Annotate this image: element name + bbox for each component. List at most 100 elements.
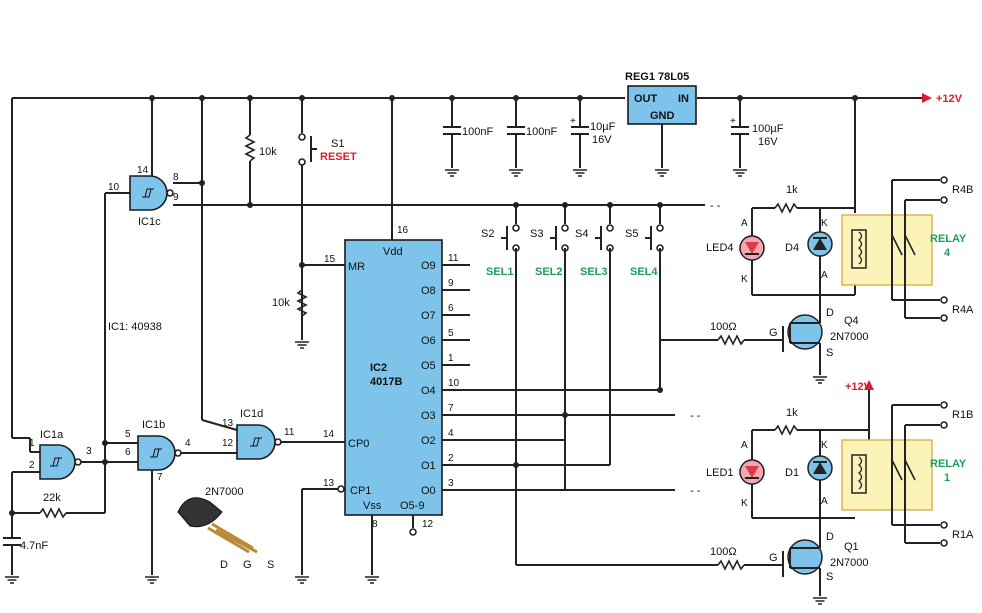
- ic2-output-pin-number: 6: [448, 303, 454, 314]
- pin-7: 7: [157, 472, 163, 483]
- gate-ic1d: [236, 424, 282, 460]
- regulator-in: IN: [678, 93, 689, 105]
- resistor-22k-label: 22k: [43, 492, 61, 504]
- s1-label: S1: [331, 138, 344, 150]
- supply-label-2: +12V: [845, 381, 872, 393]
- capacitor-c4: +: [730, 98, 749, 177]
- resistor-10k-top-label: 10k: [259, 146, 277, 158]
- regulator-label: REG1 78L05: [625, 71, 689, 83]
- pin-12: 12: [222, 438, 234, 449]
- d1-label: D1: [785, 467, 799, 479]
- ic2-mr: MR: [348, 261, 365, 273]
- ic1d-label: IC1d: [240, 408, 263, 420]
- r100-b-label: 100Ω: [710, 546, 737, 558]
- ic2-vss: Vss: [363, 500, 382, 512]
- relay4-num: 4: [944, 247, 951, 259]
- resistor-10k-mr-label: 10k: [272, 297, 290, 309]
- ic1-type-label: IC1: 40938: [108, 321, 162, 333]
- pin-12-ic2: 12: [422, 519, 434, 530]
- q1-s: S: [826, 571, 833, 583]
- regulator-gnd: GND: [650, 110, 675, 122]
- cap-c3-voltage: 16V: [592, 134, 612, 146]
- q4-g: G: [769, 327, 778, 339]
- svg-text:+: +: [570, 116, 576, 127]
- pin-8-ic2: 8: [372, 519, 378, 530]
- ic2-output-pin-number: 4: [448, 428, 454, 439]
- ic2-output-label: O7: [421, 310, 436, 322]
- svg-text:- -: - -: [690, 410, 701, 422]
- cap-c1-label: 100nF: [462, 126, 493, 138]
- relay1-driver: [700, 424, 869, 605]
- ic2-cp0: CP0: [348, 438, 369, 450]
- regulator: [627, 85, 697, 125]
- supply-label: +12V: [936, 93, 963, 105]
- ic2-name: IC2: [370, 362, 387, 374]
- d4-a: A: [821, 270, 828, 281]
- capacitor-c1: [443, 98, 461, 177]
- pin-13-ic2: 13: [323, 478, 335, 489]
- q4-label: Q4: [844, 315, 859, 327]
- led4-label: LED4: [706, 242, 734, 254]
- led1-a: A: [741, 440, 748, 451]
- reset-switch: [294, 98, 317, 349]
- package-s: S: [267, 559, 274, 571]
- transistor-package-icon: [177, 497, 258, 554]
- r1b-label: R1B: [952, 409, 973, 421]
- ic2-output-label: O1: [421, 460, 436, 472]
- pin-4: 4: [185, 438, 191, 449]
- reset-label: RESET: [320, 151, 357, 163]
- switch-name: S4: [575, 228, 588, 240]
- ic1b-label: IC1b: [142, 419, 165, 431]
- ic2-output-label: O0: [421, 485, 436, 497]
- pin-2: 2: [29, 460, 35, 471]
- r1k-b-label: 1k: [786, 407, 798, 419]
- cap-c4-value: 100µF: [752, 123, 784, 135]
- switch-sel-label: SEL4: [630, 266, 658, 278]
- gate-ic1c: [129, 175, 174, 211]
- resistor-22k: [12, 507, 105, 519]
- ic2-output-label: O8: [421, 285, 436, 297]
- ic2-output-pin-number: 3: [448, 478, 454, 489]
- pin-5: 5: [125, 429, 131, 440]
- q4-s: S: [826, 347, 833, 359]
- ic2-output-pin-number: 9: [448, 278, 454, 289]
- pin-14: 14: [137, 165, 149, 176]
- regulator-out: OUT: [634, 93, 658, 105]
- pin-1: 1: [29, 438, 35, 449]
- ic2-vdd: Vdd: [383, 246, 403, 258]
- cap-c3-value: 10µF: [590, 121, 616, 133]
- resistor-10k-mr: [296, 264, 345, 317]
- relay1-label: RELAY: [930, 458, 967, 470]
- d1-k: K: [821, 440, 828, 451]
- cap-c5-label: 4.7nF: [20, 540, 48, 552]
- ic2-output-pin-number: 7: [448, 403, 454, 414]
- gate-ic1a: [39, 444, 82, 480]
- r1k-a-label: 1k: [786, 184, 798, 196]
- q1-label: Q1: [844, 541, 859, 553]
- pin-11: 11: [284, 427, 295, 438]
- svg-text:- -: - -: [690, 485, 701, 497]
- q4-type: 2N7000: [830, 331, 869, 343]
- ic2-output-label: O2: [421, 435, 436, 447]
- led4-k: K: [741, 274, 748, 285]
- cap-c2-label: 100nF: [526, 126, 557, 138]
- package-label: 2N7000: [205, 486, 244, 498]
- switch-sel-label: SEL3: [580, 266, 608, 278]
- ic2-o59: O5-9: [400, 500, 424, 512]
- q1-type: 2N7000: [830, 557, 869, 569]
- pin-9: 9: [173, 192, 179, 203]
- q1-d: D: [826, 531, 834, 543]
- switch-name: S2: [481, 228, 494, 240]
- r100-a-label: 100Ω: [710, 321, 737, 333]
- pin-14-ic2: 14: [323, 429, 335, 440]
- package-g: G: [243, 559, 252, 571]
- pin-8: 8: [173, 172, 179, 183]
- pin-10: 10: [108, 182, 120, 193]
- gate-ic1b: [137, 435, 182, 471]
- capacitor-c2: [507, 98, 525, 177]
